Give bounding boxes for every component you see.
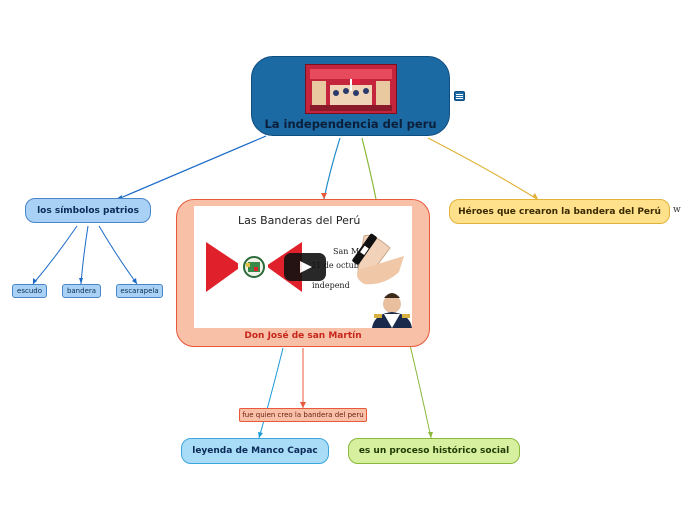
link-central-heroes [427, 137, 538, 200]
link-symbols-bandera [80, 225, 89, 285]
arrow-process [428, 432, 433, 438]
trailing-text: w [673, 205, 681, 215]
node-label: Don José de san Martín [244, 331, 362, 341]
arrow-legend [258, 432, 263, 438]
node-heroes[interactable]: Héroes que crearon la bandera del Perú [449, 199, 670, 224]
link-symbols-escarapela [98, 225, 138, 285]
arrow-escarapela [132, 278, 137, 284]
video-thumbnail[interactable]: Las Banderas del Perú San M 21 de octub … [194, 206, 412, 328]
hand-and-portrait [352, 233, 412, 328]
node-simbolos-patrios[interactable]: los símbolos patrios [25, 198, 151, 223]
arrow-creator [300, 402, 306, 408]
node-label: los símbolos patrios [37, 205, 139, 216]
play-icon[interactable] [284, 253, 326, 281]
node-label: es un proceso histórico social [358, 446, 510, 456]
link-symbols-escudo [32, 225, 78, 285]
central-title: La independencia del peru [264, 117, 437, 131]
node-creator[interactable]: fue quien creo la bandera del peru [239, 408, 367, 422]
node-label: escudo [17, 287, 42, 295]
arrow-heroes [532, 193, 538, 199]
node-bandera[interactable]: bandera [62, 284, 101, 298]
arrow-bandera [79, 278, 83, 284]
video-line: independ [312, 281, 350, 290]
node-leyenda[interactable]: leyenda de Manco Capac [181, 438, 329, 464]
video-title: Las Banderas del Perú [238, 214, 361, 227]
video-line: 21 de octub [311, 261, 359, 270]
node-label: fue quien creo la bandera del peru [242, 411, 364, 419]
node-label: Héroes que crearon la bandera del Perú [458, 206, 661, 217]
node-san-martin[interactable]: Las Banderas del Perú San M 21 de octub … [176, 199, 430, 347]
node-escarapela[interactable]: escarapela [116, 284, 163, 298]
link-main-process [409, 344, 432, 439]
node-label: escarapela [120, 287, 159, 295]
notes-icon[interactable] [454, 91, 465, 101]
arrow-escudo [33, 278, 37, 284]
node-proceso[interactable]: es un proceso histórico social [348, 438, 520, 464]
link-central-main [323, 137, 341, 200]
central-image [304, 64, 397, 114]
video-line: San M [333, 247, 360, 256]
node-label: leyenda de Manco Capac [192, 446, 318, 456]
link-main-legend [258, 347, 284, 439]
independence-painting [305, 65, 396, 113]
link-central-green [361, 137, 377, 200]
central-topic[interactable]: La independencia del peru [251, 56, 450, 136]
link-central-symbols [117, 135, 267, 200]
node-escudo[interactable]: escudo [12, 284, 47, 298]
arrow-main [321, 193, 327, 199]
node-label: bandera [66, 287, 97, 295]
